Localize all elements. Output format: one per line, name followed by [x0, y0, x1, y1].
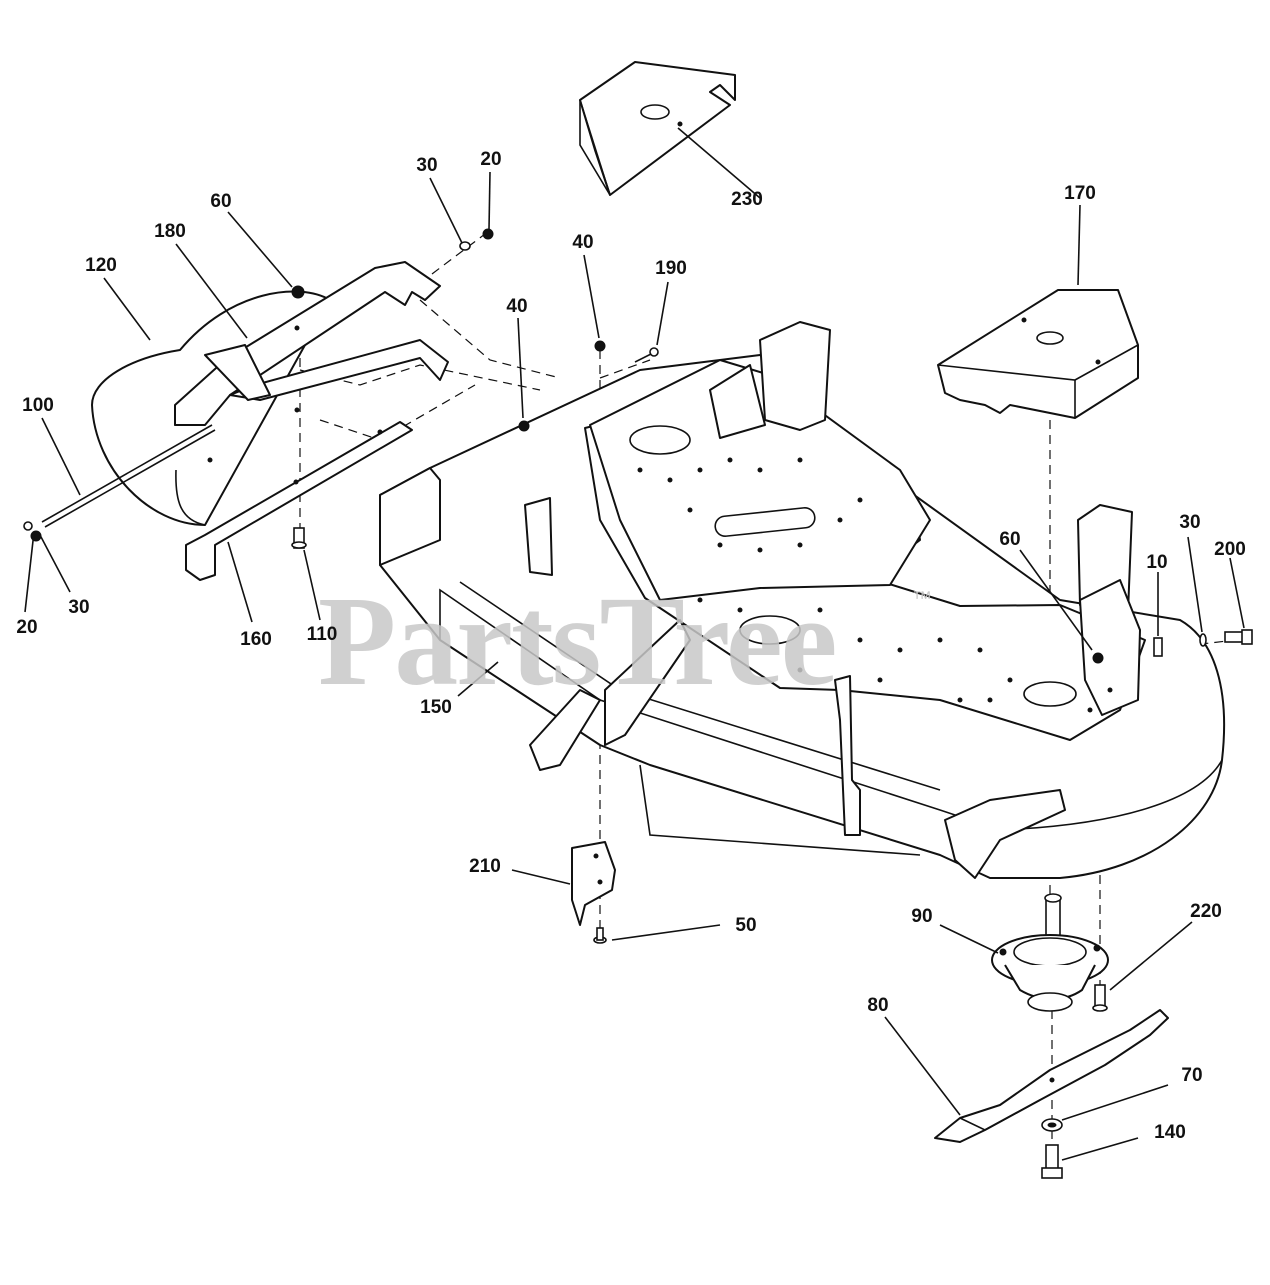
- callout-110[interactable]: 110: [306, 624, 338, 645]
- callout-220[interactable]: 220: [1190, 901, 1222, 922]
- part-40-nut-a[interactable]: [594, 340, 606, 352]
- part-150-deck[interactable]: [379, 321, 1226, 879]
- callout-40-a[interactable]: 40: [572, 232, 594, 253]
- part-30-washer-right[interactable]: [1199, 633, 1207, 647]
- callout-60-right[interactable]: 60: [999, 529, 1021, 550]
- callout-60-top[interactable]: 60: [210, 191, 232, 212]
- part-50-bolt[interactable]: [593, 927, 607, 944]
- part-100-rod[interactable]: [41, 424, 216, 528]
- callout-230[interactable]: 230: [731, 189, 763, 210]
- callout-20-top[interactable]: 20: [480, 149, 502, 170]
- part-20-nut-top[interactable]: [482, 228, 494, 240]
- callout-80[interactable]: 80: [867, 995, 889, 1016]
- callout-40-b[interactable]: 40: [506, 296, 528, 317]
- leader-lines: [24, 127, 1245, 1161]
- part-70-washer[interactable]: [1041, 1118, 1063, 1132]
- part-170-cover[interactable]: [937, 289, 1139, 419]
- part-30-washer-top[interactable]: [459, 241, 471, 251]
- part-200-bolt[interactable]: [1224, 629, 1253, 645]
- callout-10[interactable]: 10: [1146, 552, 1168, 573]
- part-180-bracket[interactable]: [174, 261, 449, 463]
- callout-170[interactable]: 170: [1064, 183, 1096, 204]
- part-60-nut-right[interactable]: [1092, 652, 1104, 664]
- callout-30-top[interactable]: 30: [416, 155, 438, 176]
- part-10-spacer[interactable]: [1153, 637, 1163, 657]
- callout-120[interactable]: 120: [85, 255, 117, 276]
- watermark-trademark: ™: [912, 588, 932, 610]
- callout-20-left[interactable]: 20: [16, 617, 38, 638]
- callout-140[interactable]: 140: [1154, 1122, 1186, 1143]
- callout-50[interactable]: 50: [735, 915, 757, 936]
- part-210-bracket[interactable]: [571, 841, 616, 926]
- callout-200[interactable]: 200: [1214, 539, 1246, 560]
- part-90-spindle[interactable]: [991, 893, 1109, 1012]
- callout-90[interactable]: 90: [911, 906, 933, 927]
- callout-70[interactable]: 70: [1181, 1065, 1203, 1086]
- watermark-text: PartsTree: [318, 570, 837, 712]
- callout-180[interactable]: 180: [154, 221, 186, 242]
- callout-160[interactable]: 160: [240, 629, 272, 650]
- part-80-blade[interactable]: [934, 1009, 1169, 1143]
- part-230-cover[interactable]: [579, 61, 736, 196]
- callout-210[interactable]: 210: [469, 856, 501, 877]
- part-40-nut-b[interactable]: [518, 420, 530, 432]
- part-160-skid[interactable]: [185, 421, 413, 581]
- part-60-nut-top[interactable]: [291, 285, 305, 299]
- part-30-washer-left[interactable]: [23, 521, 33, 531]
- callout-150[interactable]: 150: [420, 697, 452, 718]
- part-110-bolt[interactable]: [291, 527, 307, 549]
- callout-30-right[interactable]: 30: [1179, 512, 1201, 533]
- part-190-bolt[interactable]: [634, 347, 659, 363]
- part-140-bolt[interactable]: [1041, 1144, 1063, 1179]
- callout-100[interactable]: 100: [22, 395, 54, 416]
- callout-30-left[interactable]: 30: [68, 597, 90, 618]
- part-220-bolt[interactable]: [1092, 984, 1108, 1012]
- callout-190[interactable]: 190: [655, 258, 687, 279]
